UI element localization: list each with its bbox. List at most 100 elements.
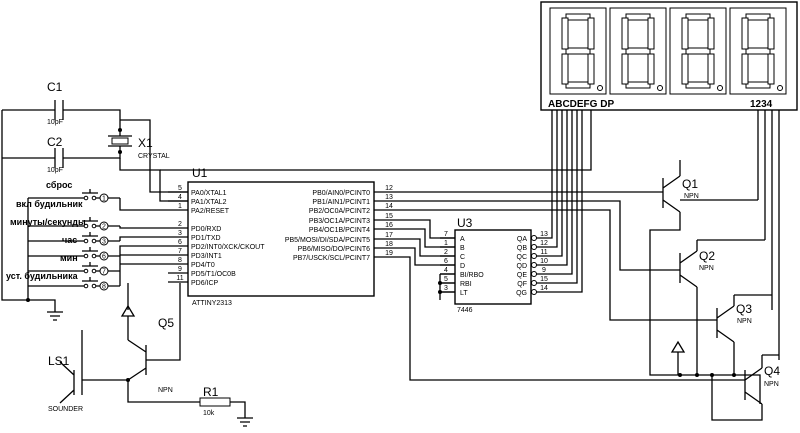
q1-symbol	[662, 175, 681, 213]
segment	[621, 53, 629, 85]
button-pin-marker	[99, 221, 109, 231]
u3-pin-number: 9	[542, 267, 546, 274]
segment-pin-label: ABCDEFG DP	[548, 99, 614, 110]
push-button[interactable]: 2 вкл будильник	[16, 199, 120, 231]
u1-pin-number: 9	[178, 266, 182, 273]
q5-type: NPN	[158, 387, 173, 394]
u3-pin-name: BI/RBO	[460, 272, 484, 279]
button-terminal	[83, 195, 89, 201]
q3-symbol	[716, 305, 735, 343]
u1-pin-name: PD6/ICP	[191, 280, 219, 287]
button-to-u1-wires	[119, 198, 168, 286]
digit-segments	[681, 13, 723, 91]
button-label: час	[62, 235, 77, 245]
u1-right-pins: 12PB0/AIN0/PCINT013PB1/AIN1/PCINT114PB2/…	[285, 185, 400, 262]
u3-pin-number: 12	[540, 240, 548, 247]
button-label: вкл будильник	[16, 199, 83, 209]
segment	[587, 53, 595, 85]
u1-pin-number: 4	[178, 194, 182, 201]
segment	[707, 17, 715, 50]
ls1-ref: LS1	[48, 354, 70, 368]
u3-pin-name: QC	[517, 254, 528, 261]
u1-pin-number: 16	[385, 222, 393, 229]
u3-output-bubble	[531, 280, 537, 286]
u1-pin-number: 15	[385, 213, 393, 220]
c2-symbol	[54, 148, 64, 168]
button-pin-number: 2	[102, 224, 106, 231]
decimal-point	[777, 85, 783, 91]
u1-pin-number: 18	[385, 241, 393, 248]
button-label: сброс	[46, 180, 72, 190]
decimal-point	[657, 85, 663, 91]
u1-part: ATTINY2313	[192, 300, 232, 307]
u3-output-bubble	[531, 253, 537, 259]
u1-body	[187, 181, 375, 297]
r1-value: 10k	[203, 410, 215, 417]
button-contact	[80, 247, 100, 257]
q2-ref: Q2	[699, 249, 715, 263]
u3-pin-number: 5	[444, 276, 448, 283]
u3-ref: U3	[457, 216, 473, 230]
r1-symbol	[199, 397, 231, 407]
u3-pin-name: LT	[460, 290, 468, 297]
segment	[741, 17, 749, 50]
button-terminal	[83, 283, 89, 289]
segment	[587, 17, 595, 50]
button-terminal	[91, 195, 97, 201]
c2-ref: C2	[47, 135, 63, 149]
segment	[681, 53, 689, 85]
u3-pin-name: B	[460, 245, 465, 252]
segment	[625, 13, 651, 21]
q4-type: NPN	[764, 381, 779, 388]
segment	[767, 53, 775, 85]
u3-pin-number: 11	[540, 249, 547, 256]
segment	[561, 53, 569, 85]
x1-crystal-symbol	[108, 135, 132, 147]
u3-pin-name: C	[460, 254, 465, 261]
u3-output-bubble	[531, 235, 537, 241]
button-label: минуты/секунды	[10, 217, 86, 227]
u1-pin-name: PB3/OC1A/PCINT3	[309, 218, 370, 225]
u3-pin-number: 13	[540, 231, 548, 238]
digit-pin-label: 1234	[750, 99, 773, 110]
c1-ref: C1	[47, 80, 63, 94]
junctions	[26, 128, 736, 382]
push-button[interactable]: 1 сброс	[46, 180, 120, 203]
u1-pin-name: PD3/INT1	[191, 253, 222, 260]
button-pin-number: 6	[102, 254, 106, 261]
u1-pin-number: 19	[385, 250, 393, 257]
u3-pin-name: QB	[517, 245, 527, 252]
segment	[565, 81, 591, 89]
segment	[745, 13, 771, 21]
u1-pin-name: PB4/OC1B/PCINT4	[309, 227, 370, 234]
x1-ref: X1	[138, 136, 153, 150]
button-pin-number: 1	[102, 196, 106, 203]
segment	[647, 17, 655, 50]
u3-pin-name: QE	[517, 272, 527, 279]
button-terminal	[91, 223, 97, 229]
segment	[767, 17, 775, 50]
u3-pin-number: 15	[540, 276, 548, 283]
digit-segments	[741, 13, 783, 91]
u3-pin-name: QA	[517, 236, 527, 243]
u3-pin-number: 7	[444, 231, 448, 238]
u3-pin-number: 1	[444, 240, 448, 247]
decimal-point	[717, 85, 723, 91]
push-button[interactable]: 6 час	[62, 235, 120, 261]
button-contact	[80, 232, 100, 242]
u3-output-bubble	[531, 271, 537, 277]
q1-type: NPN	[684, 193, 699, 200]
driver-power-arrow	[670, 340, 686, 353]
button-contact	[80, 262, 100, 272]
button-contact	[80, 189, 100, 199]
segment	[625, 47, 651, 55]
u3-output-bubble	[531, 289, 537, 295]
button-pin-marker	[99, 281, 109, 291]
segment	[565, 47, 591, 55]
ls1-symbol	[59, 361, 75, 404]
u1-pin-number: 11	[176, 275, 183, 282]
